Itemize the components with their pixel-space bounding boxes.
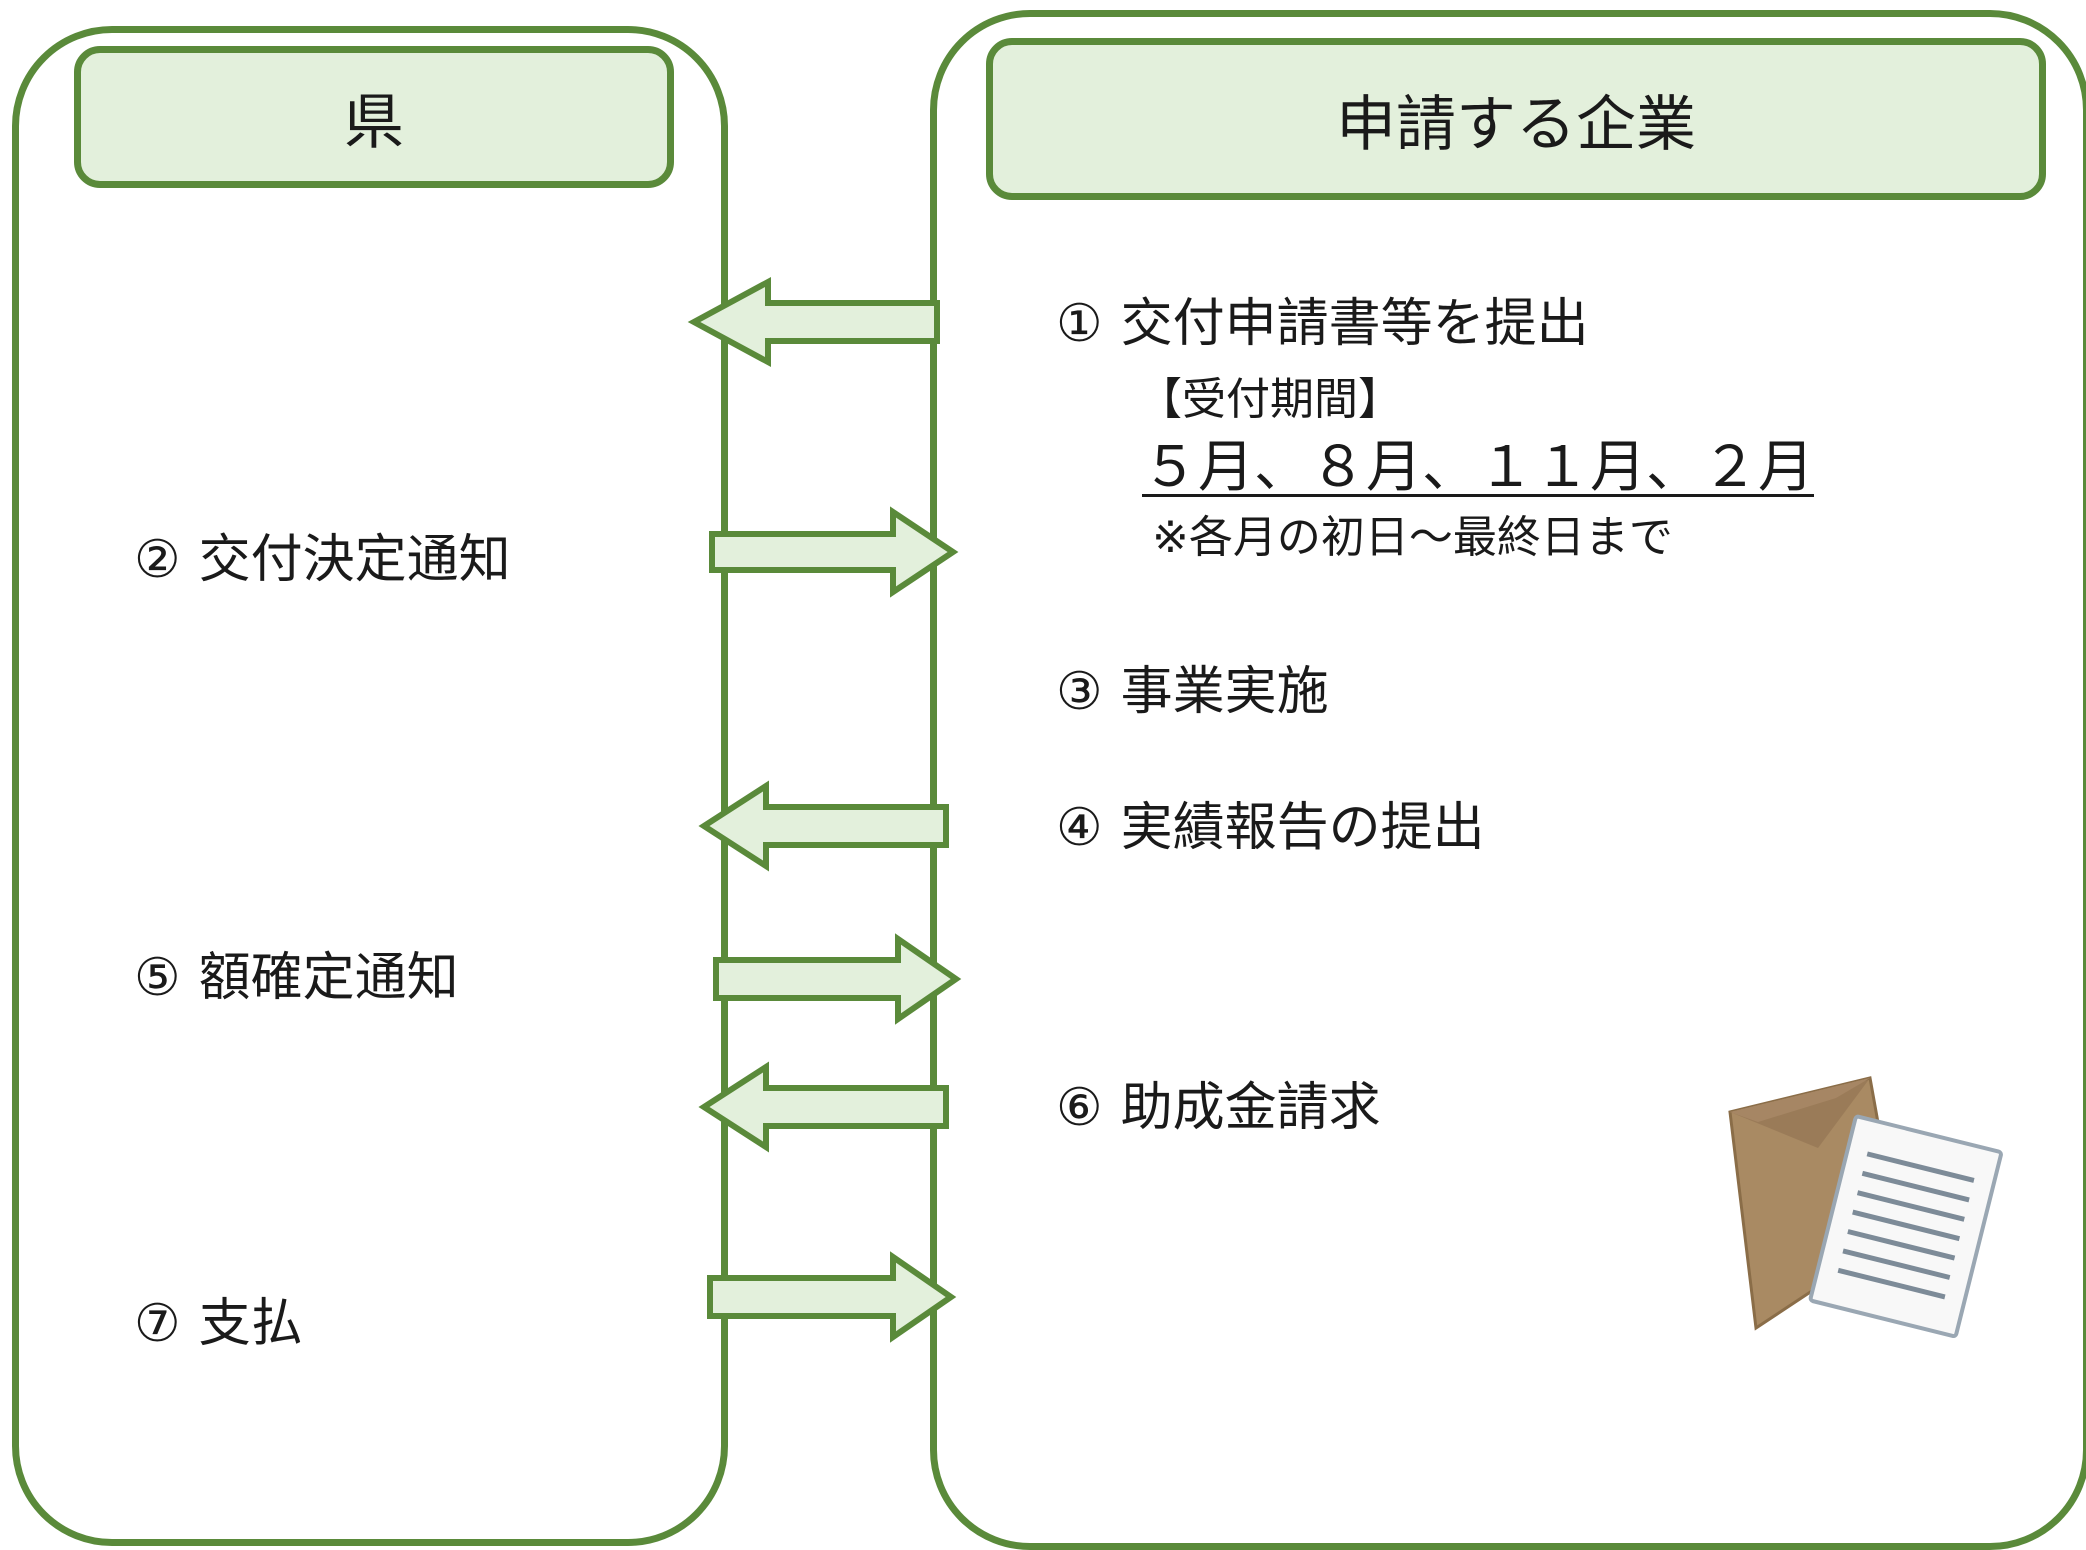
applicant-company-header: 申請する企業	[986, 38, 2046, 200]
step-6-number: ⑥	[1056, 1078, 1103, 1138]
step-4-label: 実績報告の提出	[1120, 798, 1485, 858]
envelope-with-document-icon	[1728, 1076, 2003, 1339]
arrow-step1-to-prefecture	[687, 276, 940, 368]
reception-period-heading: 【受付期間】	[1138, 374, 1402, 425]
step-5-label: 額確定通知	[198, 948, 459, 1008]
step-4-number: ④	[1056, 798, 1103, 858]
step-2-label: 交付決定通知	[198, 530, 511, 590]
step-7-number: ⑦	[134, 1294, 181, 1354]
step-3-number: ③	[1056, 662, 1103, 722]
arrow-step6-to-prefecture	[698, 1061, 949, 1153]
prefecture-header: 県	[74, 46, 674, 188]
applicant-company-title: 申請する企業	[1336, 89, 1696, 160]
arrow-step4-to-prefecture	[698, 780, 949, 872]
arrow-step2-to-company	[709, 506, 959, 598]
step-1-label: 交付申請書等を提出	[1120, 294, 1589, 354]
step-6-label: 助成金請求	[1120, 1078, 1381, 1138]
step-2-number: ②	[134, 530, 181, 590]
step-7-label: 支払	[198, 1294, 303, 1354]
reception-months: ５月、８月、１１月、２月	[1142, 435, 1814, 500]
prefecture-title: 県	[344, 87, 404, 158]
reception-note: ※各月の初日～最終日まで	[1152, 512, 1673, 563]
arrow-step5-to-company	[713, 933, 962, 1025]
arrow-step7-to-company	[707, 1251, 957, 1343]
step-1-number: ①	[1056, 294, 1103, 354]
step-5-number: ⑤	[134, 948, 181, 1008]
prefecture-lane	[12, 26, 728, 1546]
step-3-label: 事業実施	[1120, 662, 1329, 722]
